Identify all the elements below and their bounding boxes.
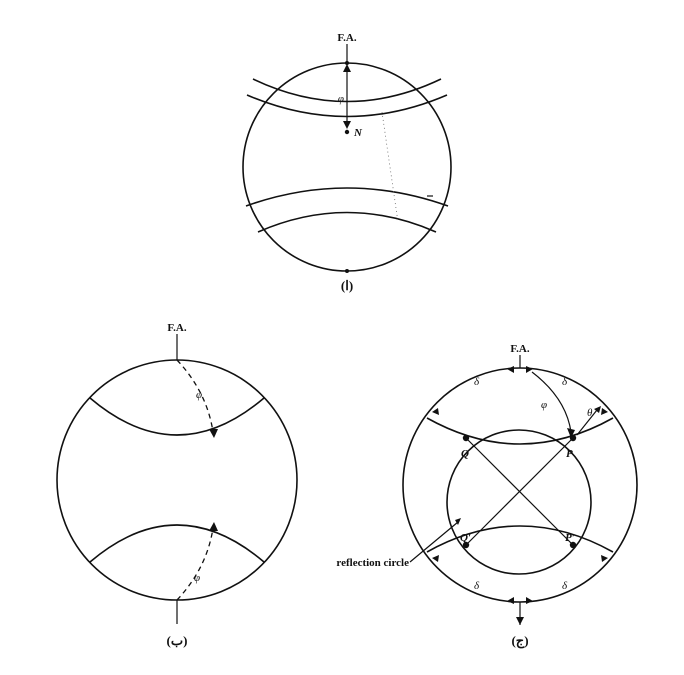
panel-c-theta-label: θ — [587, 407, 593, 419]
panel-b-primitive-circle — [56, 359, 298, 601]
panel-c-q-label: Q — [461, 448, 469, 460]
panel-b-caption: (ب) — [167, 633, 188, 648]
panel-c-reflection-circle-label: reflection circle — [336, 557, 409, 569]
panel-c-reflection-pointer-line — [409, 521, 459, 563]
panel-c-caption: (ج) — [511, 633, 528, 649]
panel-a-fa-label: F.A. — [337, 32, 356, 44]
panel-c-reflection-circle — [446, 429, 592, 575]
panel-a-bottom-pole-dot — [345, 269, 349, 273]
panel-a-n-label: N — [353, 127, 363, 139]
panel-c-delta-arrow-bottom-left-end — [432, 555, 439, 562]
panel-a-top-pole-dot — [345, 61, 349, 65]
panel-c-delta-top-right: δ — [562, 376, 568, 388]
panel-c-delta-top-left: δ — [474, 376, 480, 388]
panel-a-bottom-band-outer-arc — [257, 211, 437, 233]
panel-c-theta-arrow — [576, 409, 598, 436]
panel-c-reflection-pointer-head — [455, 518, 461, 525]
panel-c-delta-arrow-top-left-start — [507, 366, 514, 373]
panel-c: F.A. φ θ δ δ δ δ Q P Q′ P′ reflection ci… — [336, 343, 638, 649]
panel-c-phi-label: φ — [541, 399, 547, 411]
panel-c-top-great-circle-arc — [426, 417, 614, 445]
panel-b-bottom-phi-arrow-head — [209, 522, 218, 531]
panel-c-primitive-circle — [402, 367, 638, 603]
panel-c-bottom-great-circle-arc — [426, 525, 614, 553]
panel-c-delta-arrow-bottom-left-start — [507, 597, 514, 604]
panel-a-bottom-band-inner-arc — [245, 187, 449, 207]
panel-c-p-label: P — [566, 448, 573, 460]
panel-c-delta-arrow-top-left-end — [432, 408, 439, 415]
panel-b-phi-bottom-label: φ — [194, 572, 200, 584]
panel-c-delta-arrow-top-right-start — [526, 366, 533, 373]
panel-c-diagonal-p-q-prime — [465, 437, 574, 546]
panel-c-phi-arrow-head — [567, 428, 575, 438]
panel-c-delta-arrow-bottom-right-start — [526, 597, 533, 604]
panel-a-phi-arrow-head-bottom — [343, 121, 351, 129]
panel-c-delta-arrow-bottom-right-end — [601, 555, 608, 562]
panel-b-phi-top-label: φ — [196, 389, 202, 401]
panel-c-bottom-pole-arrow-head — [516, 617, 524, 625]
panel-a: F.A. φ N (ا) — [242, 32, 452, 293]
panel-a-phi-label: φ — [338, 93, 344, 105]
panel-a-faint-dotted-line — [381, 111, 399, 223]
panel-c-q-prime-point — [462, 541, 470, 549]
panel-c-theta-arrow-head — [594, 406, 601, 413]
panel-c-q-point — [462, 434, 470, 442]
panel-b-top-phi-arrow-head — [209, 429, 218, 438]
panel-a-caption: (ا) — [341, 278, 353, 293]
panel-c-q-prime-label: Q′ — [460, 532, 471, 544]
panel-b-bottom-phi-path — [176, 527, 214, 601]
panel-c-p-point — [569, 434, 577, 442]
panel-c-fa-label: F.A. — [510, 343, 529, 355]
panel-b-fa-label: F.A. — [167, 322, 186, 334]
panel-c-p-prime-label: P′ — [565, 532, 575, 544]
panel-c-delta-arrow-top-right-end — [601, 408, 608, 415]
panel-b: F.A. φ φ (ب) — [56, 322, 298, 648]
panel-a-n-point — [344, 129, 350, 135]
panel-a-phi-arrow-head-top — [343, 64, 351, 72]
panel-c-delta-bottom-left: δ — [474, 580, 480, 592]
panel-b-top-arc — [89, 397, 265, 436]
panel-c-delta-bottom-right: δ — [562, 580, 568, 592]
panel-c-p-prime-point — [569, 541, 577, 549]
panel-b-bottom-arc — [89, 524, 265, 563]
panel-b-top-phi-path — [176, 359, 214, 433]
panel-c-phi-arrow — [531, 371, 572, 433]
